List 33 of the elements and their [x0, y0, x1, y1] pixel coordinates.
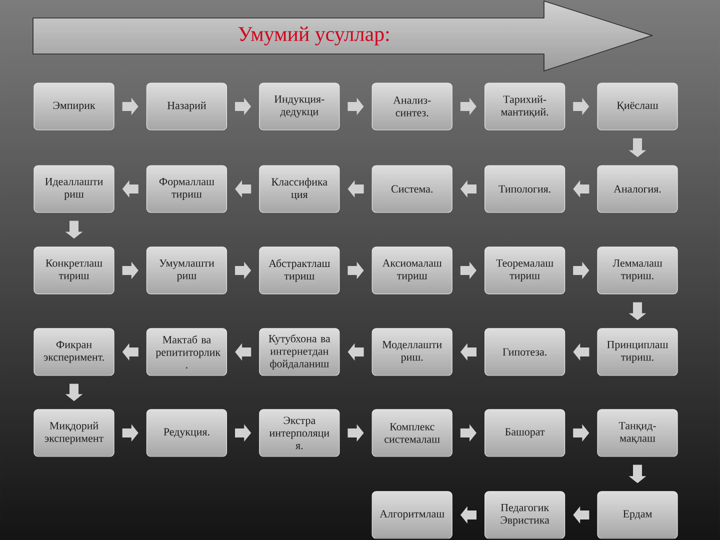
process-box: Леммалаш тириш.: [597, 246, 678, 294]
process-box: Система.: [372, 165, 452, 213]
process-box: Классифика ция: [259, 165, 340, 213]
process-box: Теоремалаш тириш: [484, 246, 566, 294]
process-box: Аксиомалаш тириш: [372, 246, 452, 294]
process-box: Эмпирик: [34, 82, 114, 130]
process-box: Кутубхона ва интернетдан фойдаланиш: [259, 328, 340, 376]
process-box: Конкретлаш тириш: [34, 246, 114, 294]
process-box: Қиёслаш: [597, 82, 678, 130]
process-box: Гипотеза.: [484, 328, 566, 376]
process-box: Фикран эксперимент.: [34, 328, 114, 376]
process-box: Типология.: [484, 165, 566, 213]
process-box: Тарихий- мантиқий.: [484, 82, 566, 130]
process-box: Аналогия.: [597, 165, 678, 213]
process-box: Педагогик Эвристика: [484, 491, 566, 539]
process-box: Формаллаш тириш: [146, 165, 227, 213]
process-box: Анализ- синтез.: [372, 82, 452, 130]
process-box: Экстра интерполяци я.: [259, 409, 340, 457]
process-box: Принциплаш тириш.: [597, 328, 678, 376]
process-box: Танқид- мақлаш: [597, 409, 678, 457]
process-box: Башорат: [484, 409, 566, 457]
process-box: Мактаб ва репититорлик .: [146, 328, 227, 376]
process-box: Индукция- дедукци: [259, 82, 340, 130]
process-box: Умумлашти риш: [146, 246, 227, 294]
process-box: Моделлашти риш.: [372, 328, 452, 376]
process-box: Миқдорий эксперимент: [34, 409, 114, 457]
process-box: Идеаллашти риш: [34, 165, 114, 213]
process-box: Ердам: [597, 491, 678, 539]
process-box: Алгоритмлаш: [372, 491, 452, 539]
process-box: Редукция.: [146, 409, 227, 457]
process-box: Абстрактлаш тириш: [259, 246, 340, 294]
process-box: Назарий: [146, 82, 227, 130]
process-box: Комплекс системалаш: [372, 409, 452, 457]
